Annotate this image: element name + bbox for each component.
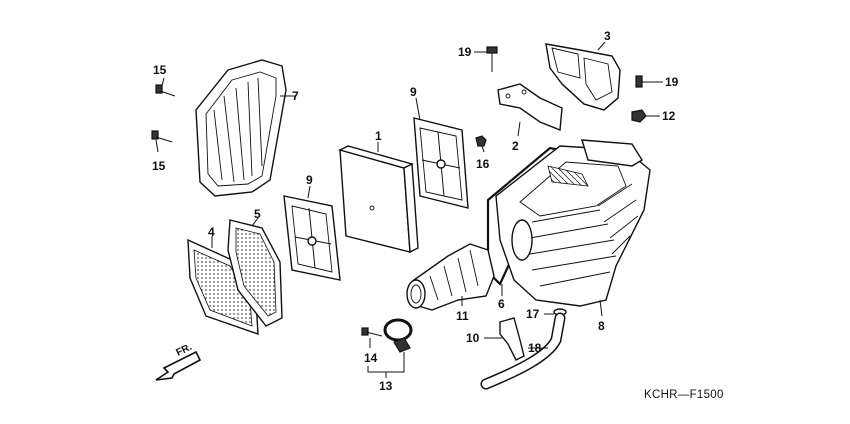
filter-element-part (227, 219, 283, 327)
intake-duct-part (545, 43, 621, 111)
cover-frame-part (195, 59, 287, 197)
callout-15-lower: 15 (152, 159, 166, 173)
callout-1: 1 (375, 129, 382, 143)
callout-5: 5 (254, 207, 261, 221)
callout-9-lower: 9 (306, 173, 313, 187)
callout-17: 17 (526, 307, 540, 321)
callout-10: 10 (466, 331, 480, 345)
drain-tube-part (480, 312, 566, 390)
callout-11: 11 (456, 309, 469, 323)
callout-4: 4 (208, 225, 215, 239)
foam-element-part (338, 145, 419, 254)
callout-19-right: 19 (665, 75, 679, 89)
callout-labels: 15 15 7 1 9 9 4 5 16 2 3 19 19 12 6 8 11… (152, 29, 679, 393)
callout-16: 16 (476, 157, 490, 171)
callout-7: 7 (292, 89, 299, 103)
callout-12: 12 (662, 109, 676, 123)
callout-19-left: 19 (458, 45, 472, 59)
leader-lines (155, 41, 663, 378)
grid-plate-upper-part (413, 117, 469, 209)
callout-14: 14 (364, 351, 378, 365)
callout-8: 8 (598, 319, 605, 333)
connecting-tube-part (406, 243, 495, 311)
callout-9-upper: 9 (410, 85, 417, 99)
bolt-right-part (635, 75, 650, 88)
diagram-code: KCHR—F1500 (644, 389, 724, 401)
nut-part (475, 135, 487, 147)
callout-15-upper: 15 (153, 63, 167, 77)
hose-clamp-part (383, 318, 413, 353)
bracket-part (497, 83, 563, 131)
callout-6: 6 (498, 297, 505, 311)
callout-3: 3 (604, 29, 611, 43)
drain-stay-part (499, 317, 525, 361)
screw-upper-part (155, 84, 176, 97)
clamp-screw-part (361, 327, 383, 337)
callout-18: 18 (528, 341, 542, 355)
screw-lower-part (151, 130, 173, 143)
washer-part (631, 109, 647, 123)
bolt-left-part (486, 46, 498, 72)
callout-2: 2 (512, 139, 519, 153)
air-cleaner-case-part (495, 139, 651, 307)
front-direction-arrow: FR. (155, 342, 202, 381)
grid-plate-lower-part (283, 195, 341, 281)
callout-13: 13 (379, 379, 393, 393)
